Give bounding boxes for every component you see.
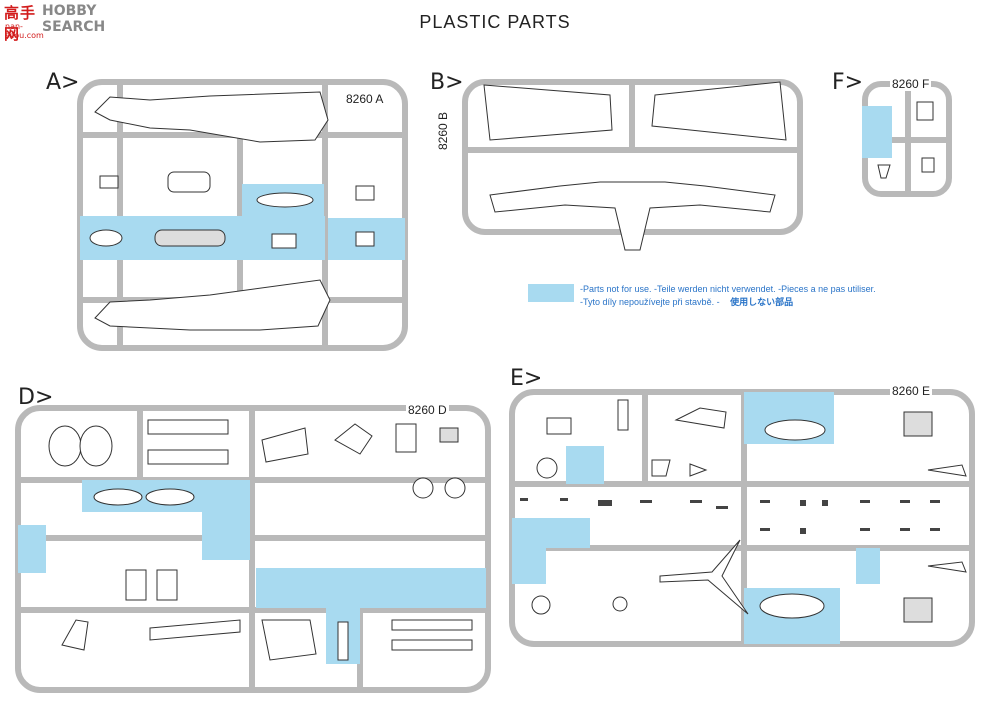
sprue-b-label: B> <box>430 70 464 95</box>
sprue-f-label: F> <box>832 70 864 95</box>
watermark-cn: 高手网 <box>4 4 37 43</box>
sprue-a <box>77 79 408 351</box>
sprue-f-code: 8260 F <box>890 77 932 91</box>
legend-line-1: -Parts not for use. -Teile werden nicht … <box>580 284 876 294</box>
legend-unused-swatch <box>528 284 574 302</box>
sprue-e <box>509 389 975 647</box>
legend-line-2-text: -Tyto díly nepoužívejte při stavbě. - <box>580 297 720 307</box>
sprue-a-code: 8260 A <box>344 92 386 106</box>
sprue-b-code: 8260 B <box>436 109 450 152</box>
sprue-d <box>15 405 491 693</box>
sprue-e-label: E> <box>510 366 543 391</box>
sprue-f <box>862 81 952 197</box>
legend-line-2-jp: 使用しない部品 <box>730 297 794 307</box>
watermark-sub: nan-shou.com <box>5 22 44 40</box>
legend-line-2: -Tyto díly nepoužívejte při stavbě. - 使用… <box>580 295 793 308</box>
sprue-e-code: 8260 E <box>890 384 933 398</box>
page-title: PLASTIC PARTS <box>419 12 571 32</box>
sprue-a-label: A> <box>46 70 80 95</box>
sprue-b <box>462 79 803 251</box>
sprue-d-label: D> <box>18 385 54 410</box>
watermark-en: HOBBY SEARCH <box>42 3 106 35</box>
sprue-d-code: 8260 D <box>406 403 449 417</box>
